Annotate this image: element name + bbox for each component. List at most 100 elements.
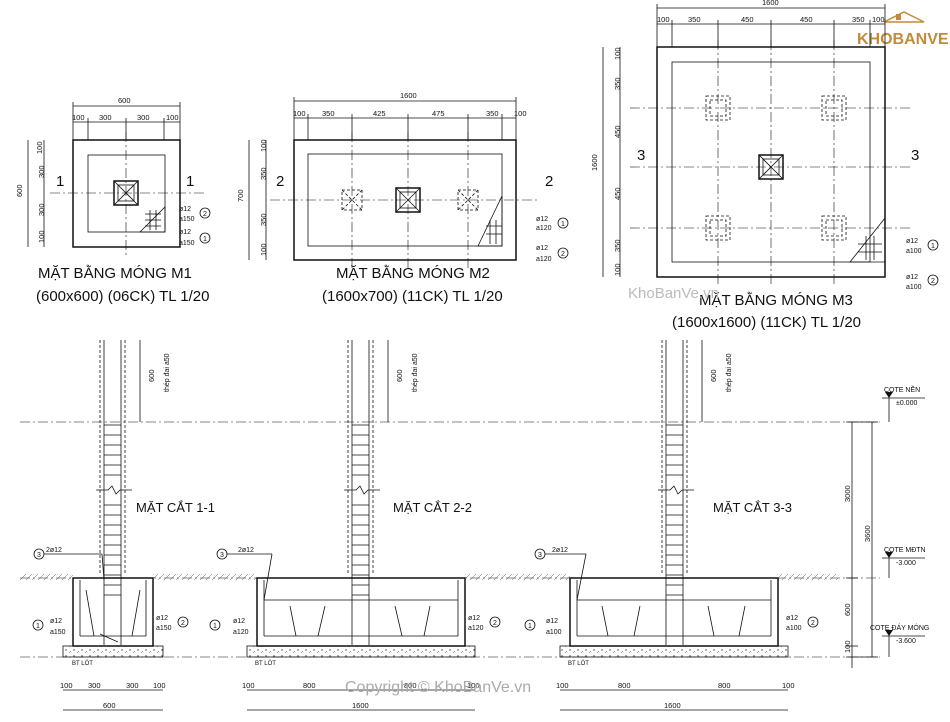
plan-m1-inner [87, 154, 166, 233]
plan-m1: 600 100 300 300 100 600 100 300 300 100 … [15, 96, 211, 305]
plan-m2-dim: 350 [486, 109, 499, 118]
section-2-dim: 100 [467, 681, 480, 690]
section-3-3: 600 thép đai a50 MẶT CẮT 3-3 3 2ø12 1 ø1… [520, 340, 838, 711]
section-2-title: MẶT CẮT 2-2 [393, 500, 472, 515]
watermark-text: KhoBanVe.vn [628, 285, 719, 302]
section-3-width: 1600 [664, 701, 681, 710]
plan-m1-title: MẶT BẰNG MÓNG M1 [38, 264, 192, 282]
section-3-lean: BT LÓT [568, 660, 589, 667]
plan-m2-dim-total: 1600 [400, 91, 417, 100]
section-1-rebar1-mark: 1 [36, 623, 40, 630]
section-3-top-bar: 2ø12 [552, 547, 568, 554]
plan-m1-dim: 300 [99, 113, 112, 122]
plan-m2-dim: 100 [293, 109, 306, 118]
section-2-lean-concrete [246, 645, 476, 658]
section-3-dim: 800 [718, 681, 731, 690]
plan-m3-dim: 350 [688, 15, 701, 24]
level-mark-nen: COTE NỀN ±0.000 [882, 384, 925, 422]
plan-m3-column [758, 154, 784, 180]
plan-m3: 1600 100 350 450 450 350 100 1600 100 35… [590, 0, 939, 331]
section-2-rebar2-spacing: a120 [468, 625, 484, 632]
plan-m2-side-dim: 100 [259, 243, 268, 256]
level-nen-value: ±0.000 [896, 400, 917, 407]
section-2-mark3: 3 [220, 552, 224, 559]
plan-m3-side-dim: 100 [613, 47, 622, 60]
section-1-rebar2-mark: 2 [181, 620, 185, 627]
plan-m3-dim: 450 [741, 15, 754, 24]
plan-m3-rebar-bar: ø12 [906, 238, 918, 245]
plan-m1-cut-left: 1 [56, 173, 64, 190]
plan-m1-rebar-mark: 1 [203, 236, 207, 243]
section-3-dim: 100 [782, 681, 795, 690]
plan-m2-dim: 425 [373, 109, 386, 118]
plan-m1-dim: 100 [166, 113, 179, 122]
plan-m3-dim: 450 [800, 15, 813, 24]
plan-m1-outline [72, 139, 181, 248]
khobanve-logo: KHOBANVE [857, 11, 949, 48]
level-dim-3000: 3000 [843, 485, 852, 502]
level-day-label: COTE ĐÁY MÓNG [870, 623, 929, 632]
section-1-rebar2-spacing: a150 [156, 625, 172, 632]
section-2-dim: 800 [303, 681, 316, 690]
plan-m1-side-total: 600 [15, 184, 24, 197]
plan-m1-rebar-mark: 2 [203, 211, 207, 218]
plan-m3-dim: 100 [872, 15, 885, 24]
plan-m3-rebar-spacing: a100 [906, 284, 922, 291]
watermark-copyright: Copyright © KhoBanVe.vn [345, 679, 531, 696]
level-mdtn-label: COTE MĐTN [884, 547, 926, 554]
section-2-rebar1-spacing: a120 [233, 629, 249, 636]
section-1-dim: 100 [153, 681, 166, 690]
section-1-dim: 300 [126, 681, 139, 690]
section-1-dim: 300 [88, 681, 101, 690]
plan-m2-rebar-mark: 2 [561, 251, 565, 258]
plan-m3-rebar-mark: 1 [931, 243, 935, 250]
section-2-rebar1-mark: 1 [213, 623, 217, 630]
section-1-lap: 600 [147, 369, 156, 382]
plan-m1-subtitle: (600x600) (06CK) TL 1/20 [36, 288, 209, 305]
plan-m3-side-dim: 450 [613, 125, 622, 138]
plan-m2-rebar-bar: ø12 [536, 245, 548, 252]
plan-m3-title: MẶT BẰNG MÓNG M3 [699, 291, 853, 309]
section-2-dim: 100 [242, 681, 255, 690]
level-dim-100: 100 [843, 640, 852, 653]
section-1-rebar1-spacing: a150 [50, 629, 66, 636]
section-1-top-bar: 2ø12 [46, 547, 62, 554]
section-1-stirrup: thép đai a50 [164, 353, 171, 392]
plan-m3-rebar-spacing: a100 [906, 248, 922, 255]
plan-m1-dim: 100 [72, 113, 85, 122]
section-1-1: 600 thép đai a50 MẶT CẮT 1-1 3 2ø12 1 ø1… [20, 340, 215, 711]
plan-m2-side-dim: 350 [259, 213, 268, 226]
section-2-rebar2-bar: ø12 [468, 615, 480, 622]
plan-m1-rebar-bar: ø12 [179, 229, 191, 236]
section-1-rebar2-bar: ø12 [156, 615, 168, 622]
plan-m1-dim-total: 600 [118, 96, 131, 105]
level-mark-day: COTE ĐÁY MÓNG -3.600 [870, 623, 929, 657]
plan-m2-column [395, 187, 421, 213]
plan-m2-title: MẶT BẰNG MÓNG M2 [336, 264, 490, 282]
plan-m3-cut-right: 3 [911, 147, 919, 164]
plan-m1-side-dim: 300 [37, 203, 46, 216]
section-3-rebar1-bar: ø12 [546, 618, 558, 625]
plan-m3-dim-total: 1600 [762, 0, 779, 7]
logo-text: KHOBANVE [857, 31, 949, 48]
plan-m2-rebar-spacing: a120 [536, 256, 552, 263]
plan-m3-side-dim: 350 [613, 77, 622, 90]
section-1-rebar1-bar: ø12 [50, 618, 62, 625]
section-2-stirrup: thép đai a50 [412, 353, 419, 392]
plan-m2-side-dim: 100 [259, 139, 268, 152]
section-1-lean-concrete [62, 645, 164, 658]
plan-m1-rebar-bar: ø12 [179, 206, 191, 213]
plan-m3-dim: 350 [852, 15, 865, 24]
plan-m2: 1600 100 350 425 475 350 100 700 100 350… [236, 91, 569, 305]
plan-m1-side-dim: 100 [37, 230, 46, 243]
plan-m1-column [113, 180, 139, 206]
plan-m2-dim: 350 [322, 109, 335, 118]
plan-m3-rebar-bar: ø12 [906, 274, 918, 281]
section-3-lean-concrete [559, 645, 789, 658]
level-dim-600: 600 [843, 603, 852, 616]
plan-m2-cut-right: 2 [545, 173, 553, 190]
plan-m2-cut-left: 2 [276, 173, 284, 190]
section-3-title: MẶT CẮT 3-3 [713, 500, 792, 515]
section-2-rebar2-mark: 2 [493, 620, 497, 627]
